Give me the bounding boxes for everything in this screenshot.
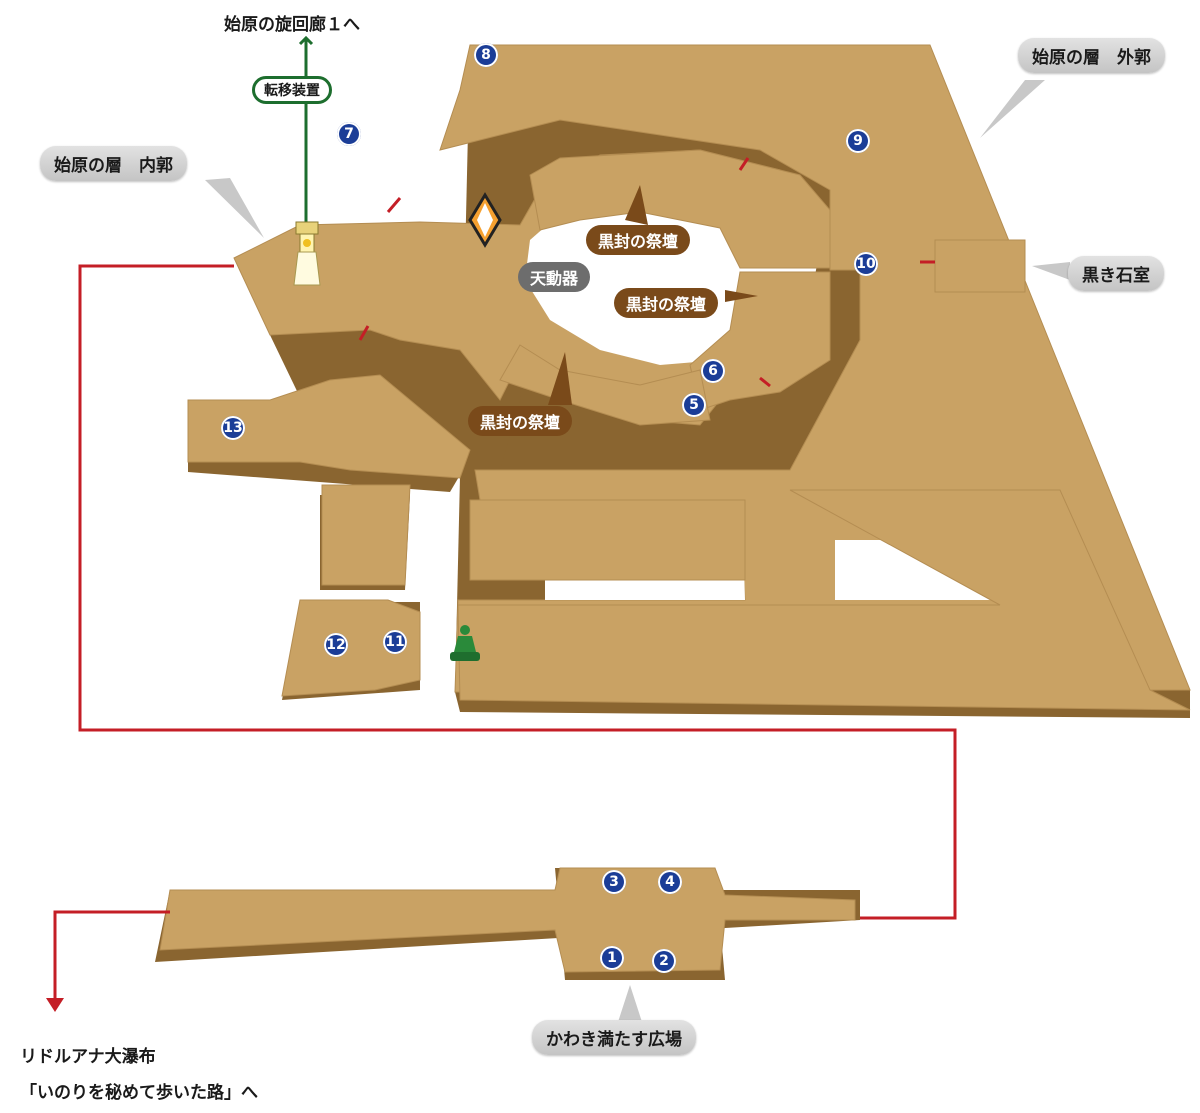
- callout-inner: [205, 178, 264, 238]
- player-piece-icon: [450, 625, 480, 661]
- altar-label-2: 黒封の祭壇: [614, 288, 719, 318]
- southwest-block: [321, 484, 411, 586]
- black-stone-room: [934, 239, 1026, 293]
- route-lines: [53, 157, 957, 1000]
- link-a: [386, 197, 402, 213]
- link-c: [738, 157, 750, 171]
- plaza-corridor: [159, 867, 856, 973]
- exit-label-line2[interactable]: 「いのりを秘めて歩いた路」へ: [20, 1083, 258, 1103]
- outer-ward-label: 始原の層 外郭: [1018, 38, 1165, 73]
- callout-altar-1: [625, 185, 648, 225]
- plaza-label: かわき満たす広場: [532, 1020, 696, 1055]
- south-hall: [469, 499, 746, 581]
- inner-ward-label: 始原の層 内郭: [40, 146, 187, 181]
- crystal-icon[interactable]: [468, 192, 502, 248]
- altar-ring-south: [499, 344, 711, 426]
- southeast-hall: [457, 489, 1191, 711]
- exit-arrow-icon: [46, 998, 64, 1012]
- marker-11[interactable]: 11: [383, 630, 407, 654]
- callout-altar-3: [548, 352, 572, 405]
- marker-5[interactable]: 5: [682, 393, 706, 417]
- callout-stone: [1032, 262, 1070, 280]
- altar-ring-east: [689, 271, 831, 411]
- marker-10[interactable]: 10: [854, 252, 878, 276]
- lantern-icon[interactable]: [293, 221, 321, 286]
- altar-label-1: 黒封の祭壇: [586, 225, 691, 255]
- callout-outer: [980, 80, 1045, 138]
- link-d: [759, 376, 771, 388]
- altar-ring-north: [529, 149, 831, 269]
- marker-12[interactable]: 12: [324, 633, 348, 657]
- marker-3[interactable]: 3: [602, 870, 626, 894]
- callout-plaza: [618, 985, 642, 1022]
- link-b: [358, 325, 370, 341]
- southwest-rooms: [281, 599, 421, 697]
- marker-7[interactable]: 7: [337, 122, 361, 146]
- floor-tops: [159, 44, 1191, 973]
- altar-label-3: 黒封の祭壇: [468, 406, 573, 436]
- marker-9[interactable]: 9: [846, 129, 870, 153]
- west-arm: [187, 374, 471, 479]
- route-west: [78, 264, 957, 920]
- black-stone-room-label: 黒き石室: [1068, 256, 1164, 291]
- teleporter-label[interactable]: 転移装置: [252, 76, 332, 104]
- route-exit: [53, 910, 170, 1000]
- marker-4[interactable]: 4: [658, 870, 682, 894]
- marker-13[interactable]: 13: [221, 416, 245, 440]
- callout-altar-2: [725, 290, 758, 302]
- corridor-link-label[interactable]: 始原の旋回廊１へ: [224, 15, 360, 35]
- marker-6[interactable]: 6: [701, 359, 725, 383]
- teleporter-line: [298, 35, 314, 232]
- marker-8[interactable]: 8: [474, 43, 498, 67]
- celestial-device-label: 天動器: [518, 262, 591, 292]
- marker-1[interactable]: 1: [600, 946, 624, 970]
- marker-2[interactable]: 2: [652, 949, 676, 973]
- exit-label-line1[interactable]: リドルアナ大瀑布: [20, 1047, 156, 1067]
